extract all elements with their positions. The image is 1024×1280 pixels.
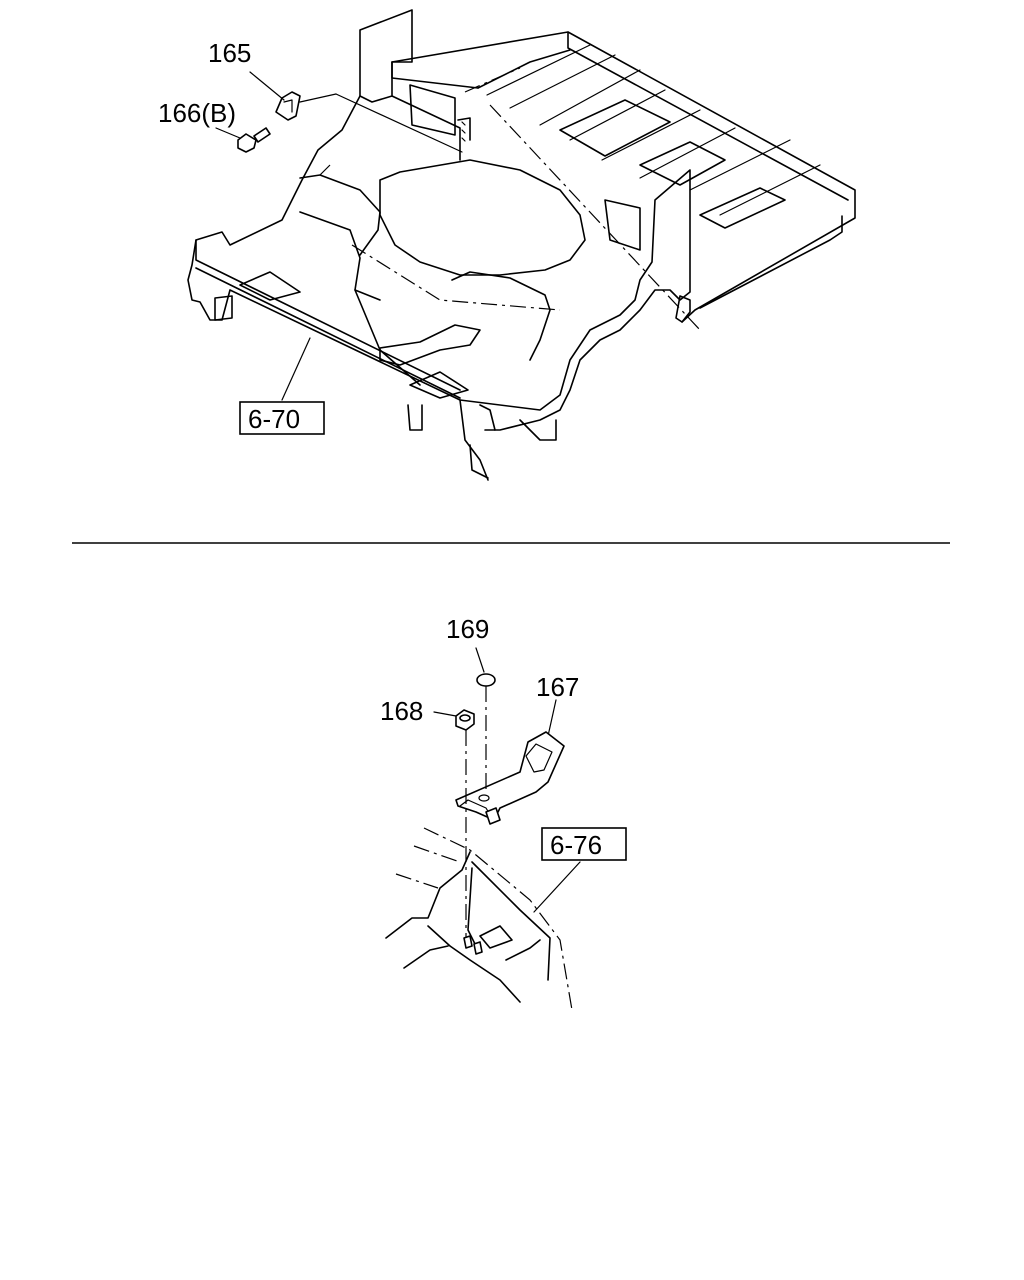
callout-166b: 166(B) — [158, 98, 236, 128]
leader-6-70 — [281, 337, 311, 401]
leader-6-76 — [533, 861, 581, 913]
callout-169: 169 — [446, 614, 489, 644]
leader-165 — [249, 71, 285, 101]
washer-169 — [476, 673, 496, 687]
callout-167: 167 — [536, 672, 579, 702]
bolt-166 — [237, 127, 271, 153]
leader-167 — [547, 699, 557, 737]
leader-168 — [433, 711, 457, 717]
floor-panel-drawing — [187, 9, 856, 481]
ref-6-70: 6-70 — [248, 404, 300, 434]
reference-box-6-70: 6-70 — [239, 401, 325, 435]
callout-165: 165 — [208, 38, 251, 68]
body-panel-section — [385, 827, 573, 1011]
leader-166 — [215, 127, 241, 139]
nut-168 — [455, 709, 475, 731]
ref-6-76: 6-76 — [550, 830, 602, 860]
leader-169 — [475, 647, 485, 673]
bracket-167 — [455, 731, 565, 825]
reference-box-6-76: 6-76 — [541, 827, 627, 861]
callout-168: 168 — [380, 696, 423, 726]
